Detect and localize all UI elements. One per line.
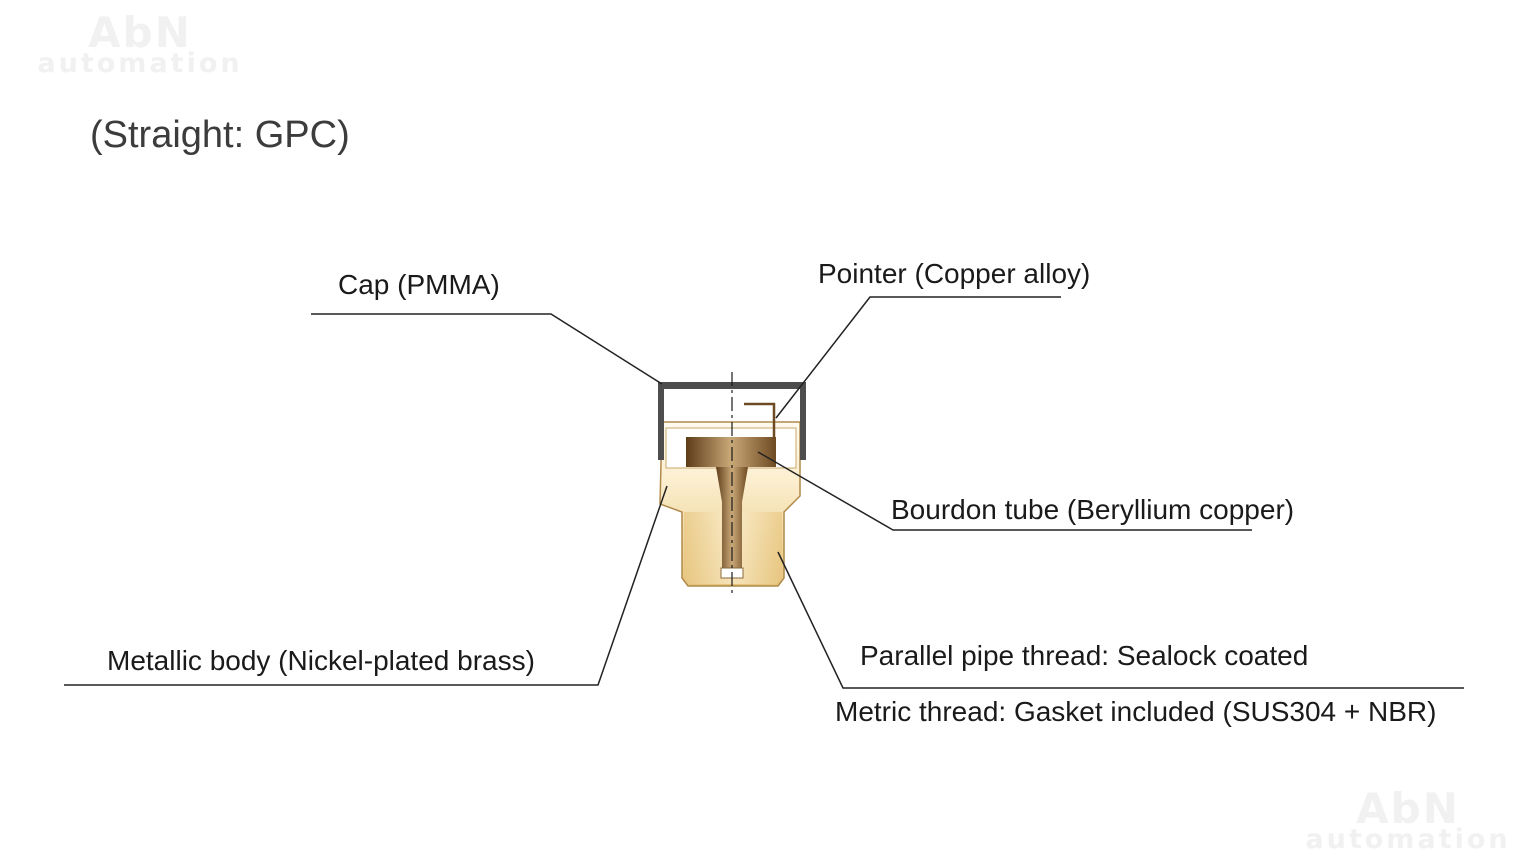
watermark-subtext: automation [1305,823,1511,855]
watermark-logo-top: AbN automation [22,8,258,79]
leader-line-cap [311,313,663,385]
page-title: (Straight: GPC) [90,114,350,156]
leader-line-body [64,485,668,686]
label-metallic-body: Metallic body (Nickel-plated brass) [107,645,535,676]
leader-line-thread [777,551,1464,689]
leader-line-bourdon [757,451,1252,531]
watermark-subtext: automation [37,47,243,79]
label-cap: Cap (PMMA) [338,269,500,300]
label-bourdon-tube: Bourdon tube (Beryllium copper) [891,494,1295,525]
label-parallel-pipe-thread: Parallel pipe thread: Sealock coated [860,640,1309,671]
label-pointer: Pointer (Copper alloy) [818,258,1091,289]
pointer [744,402,776,437]
watermark-text: AbN [1356,784,1460,833]
watermark-logo-bottom: AbN automation [1290,784,1526,855]
watermark-text: AbN [88,8,192,57]
leader-line-pointer [775,296,1061,419]
label-metric-thread: Metric thread: Gasket included (SUS304 +… [835,696,1437,727]
